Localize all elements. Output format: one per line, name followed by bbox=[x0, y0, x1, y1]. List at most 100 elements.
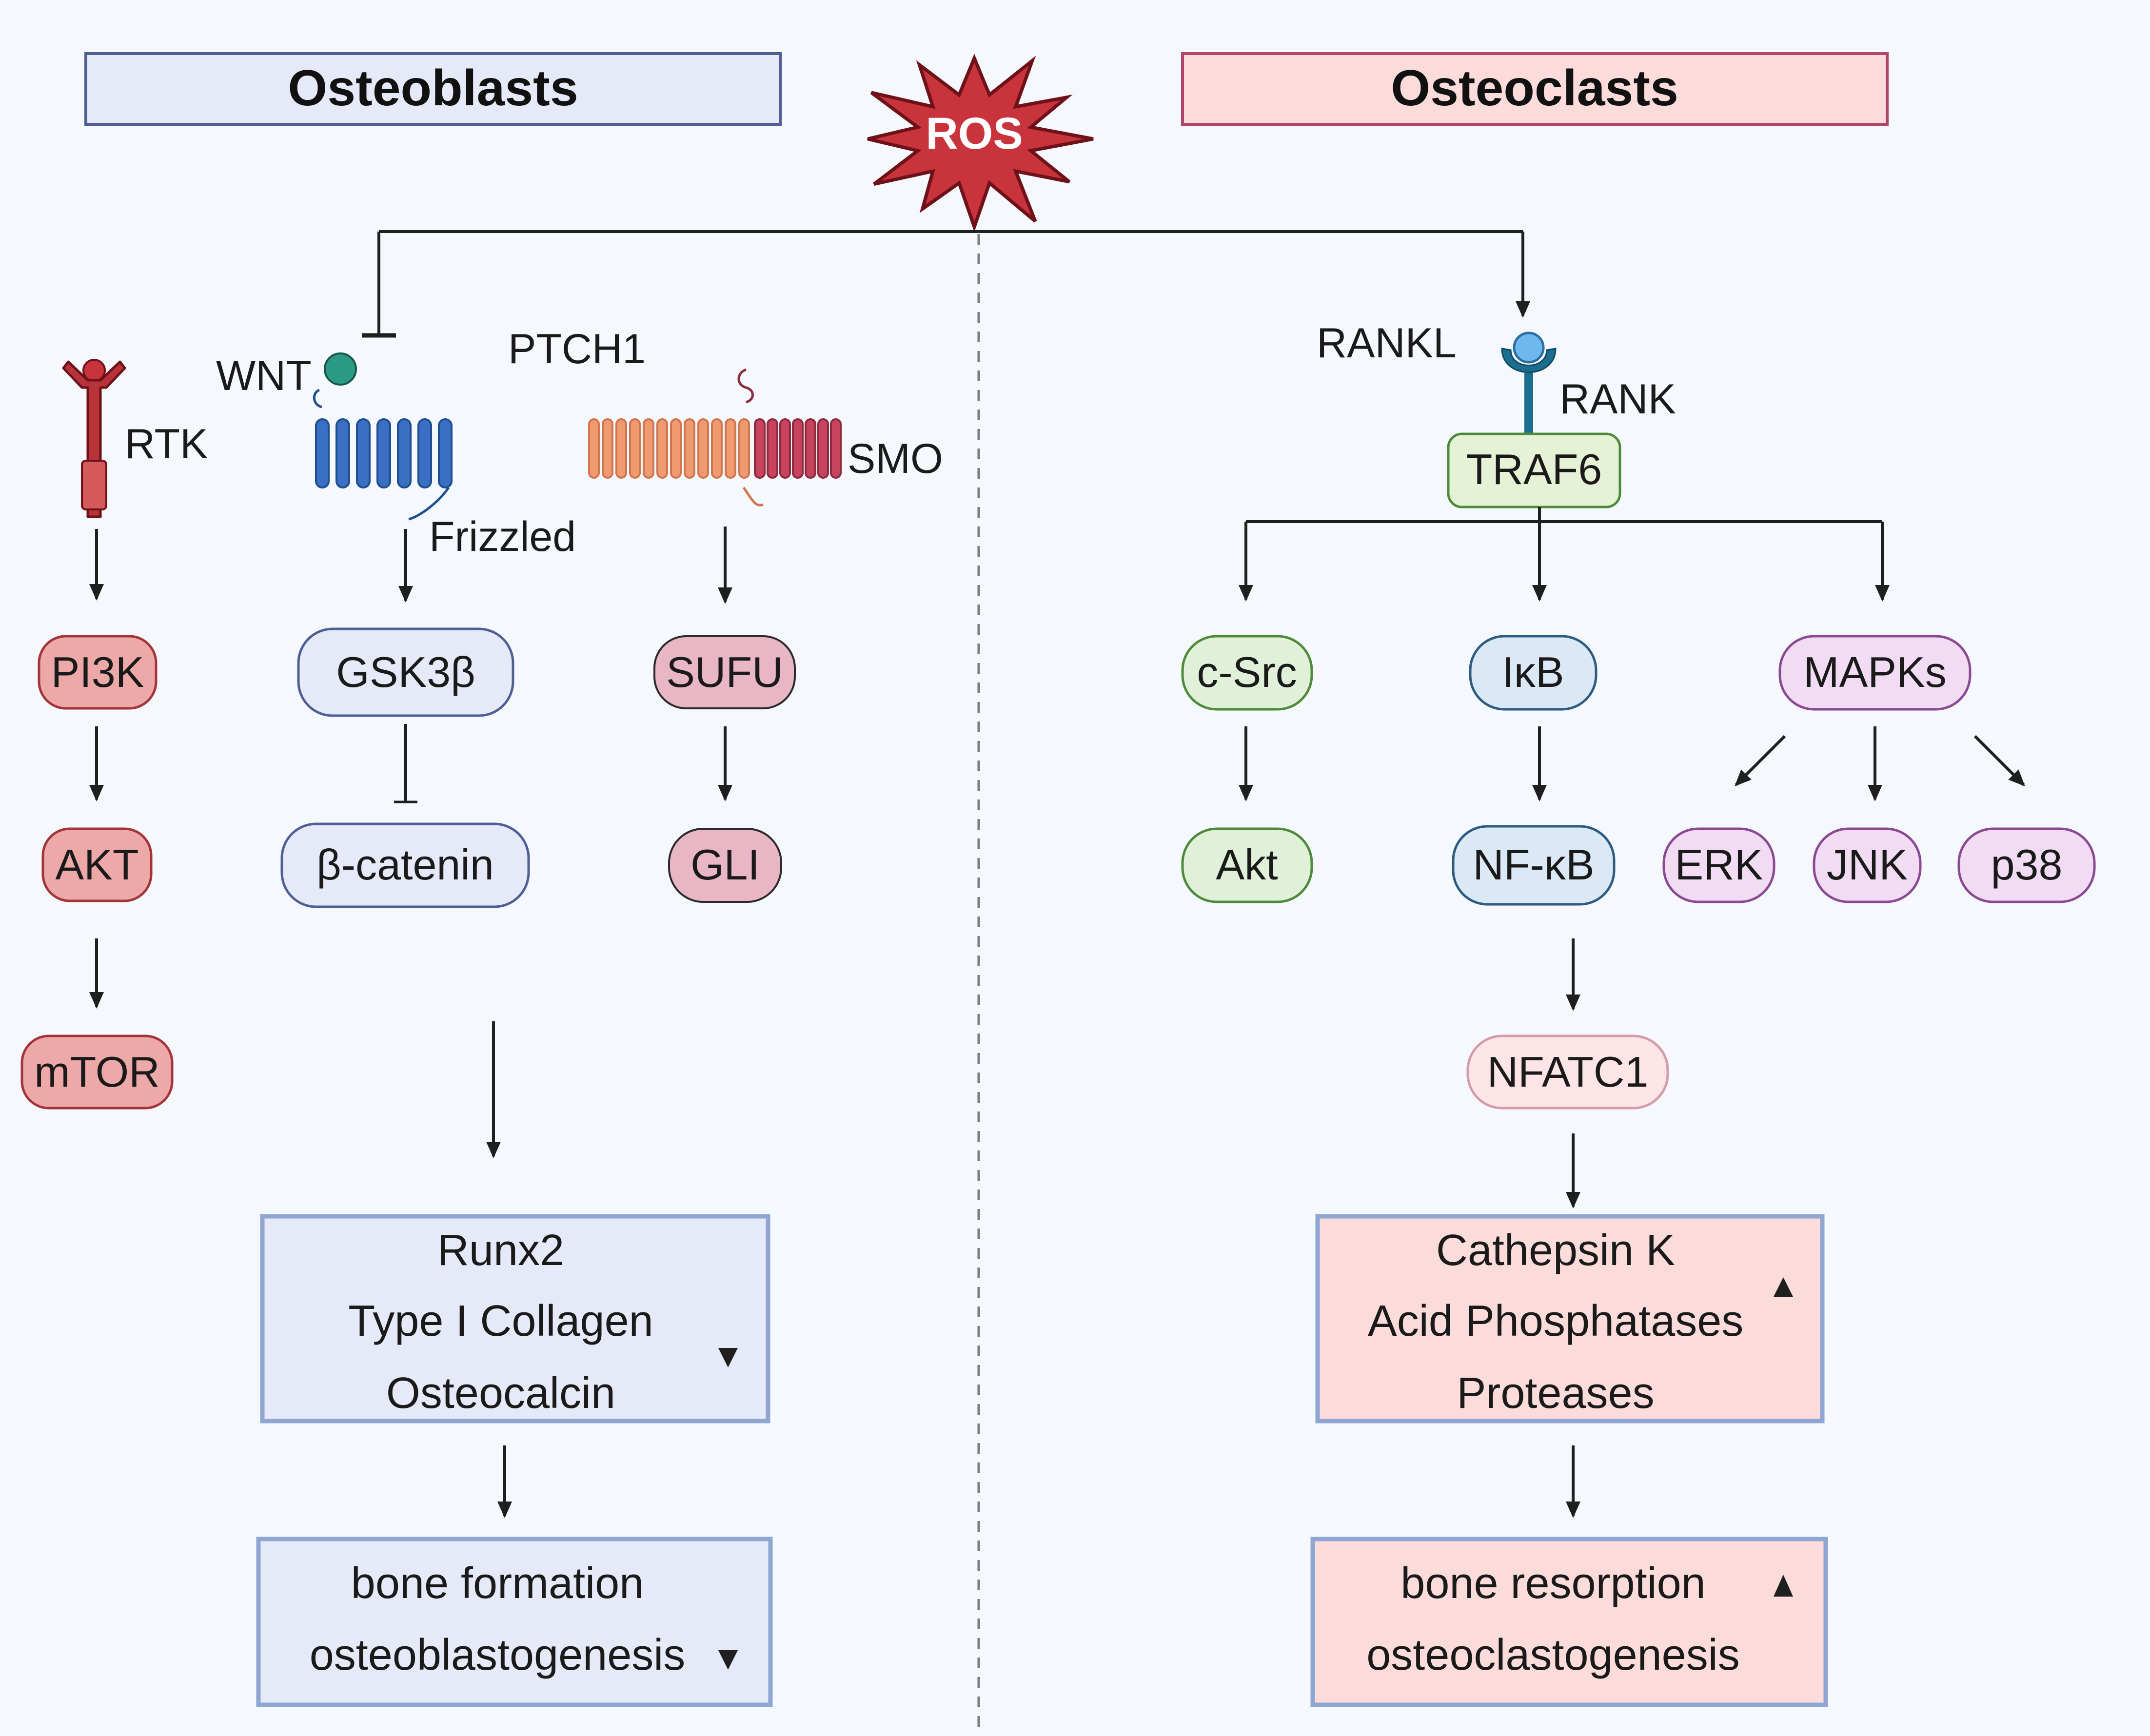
svg-text:JNK: JNK bbox=[1827, 840, 1908, 889]
node-pi3k: PI3K bbox=[38, 635, 158, 710]
transmembrane-helix bbox=[697, 418, 709, 479]
transmembrane-helix bbox=[602, 418, 613, 479]
arrow-down-icon-head bbox=[718, 1348, 738, 1367]
osteoclast-outcome: osteoclastogenesis bbox=[1366, 1631, 1739, 1679]
transmembrane-helix bbox=[711, 418, 723, 479]
node-mapks: MAPKs bbox=[1778, 635, 1972, 711]
transmembrane-helix bbox=[670, 418, 682, 479]
node-nfatc1: NFATC1 bbox=[1466, 1034, 1669, 1110]
transmembrane-helix bbox=[417, 418, 432, 488]
osteoblast-marker: Osteocalcin bbox=[386, 1369, 615, 1418]
node-mtor: mTOR bbox=[20, 1034, 174, 1110]
rtk-receptor-icon bbox=[62, 359, 126, 518]
wnt-label: WNT bbox=[216, 352, 312, 399]
node-erk: ERK bbox=[1662, 827, 1775, 903]
transmembrane-helix bbox=[779, 418, 791, 479]
osteoblast-outcome-box: bone formation osteoblastogenesis bbox=[256, 1537, 773, 1707]
arrow-mapks-p38 bbox=[1973, 735, 2025, 786]
node-akt-pi3k-pathway: AKT bbox=[41, 827, 153, 902]
svg-text:c-Src: c-Src bbox=[1197, 648, 1297, 696]
transmembrane-helix bbox=[725, 418, 736, 479]
svg-text:mTOR: mTOR bbox=[34, 1048, 159, 1096]
arrow-up-icon-head bbox=[1774, 1277, 1793, 1297]
transmembrane-helix bbox=[684, 418, 695, 479]
svg-text:PI3K: PI3K bbox=[51, 648, 144, 696]
transmembrane-helix bbox=[376, 418, 391, 488]
node-nf-kb: NF-κB bbox=[1452, 825, 1616, 906]
svg-text:AKT: AKT bbox=[55, 840, 138, 889]
transmembrane-helix bbox=[335, 418, 350, 488]
arrow-down-icon-head bbox=[718, 1650, 738, 1670]
ros-starburst-icon: ROS bbox=[867, 54, 1094, 233]
arrow-up-icon-head bbox=[1774, 1575, 1793, 1597]
node-beta-catenin: β-catenin bbox=[280, 822, 530, 908]
svg-text:NF-κB: NF-κB bbox=[1473, 840, 1594, 889]
svg-text:TRAF6: TRAF6 bbox=[1466, 445, 1602, 493]
node-akt: Akt bbox=[1181, 827, 1313, 903]
transmembrane-helix bbox=[356, 418, 371, 488]
node-sufu: SUFU bbox=[653, 635, 796, 709]
svg-text:β-catenin: β-catenin bbox=[316, 840, 494, 889]
transmembrane-helix bbox=[588, 418, 600, 479]
svg-text:IκB: IκB bbox=[1502, 648, 1564, 696]
node-ikb: IκB bbox=[1469, 635, 1598, 711]
transmembrane-helix bbox=[643, 418, 654, 479]
svg-text:GSK3β: GSK3β bbox=[336, 648, 475, 696]
transmembrane-helix bbox=[805, 418, 816, 479]
transmembrane-helix bbox=[315, 418, 330, 488]
osteoclast-marker: Cathepsin K bbox=[1436, 1226, 1675, 1275]
frizzled-label: Frizzled bbox=[429, 513, 576, 560]
node-jnk: JNK bbox=[1813, 827, 1922, 903]
header-osteoclasts-label: Osteoclasts bbox=[1391, 60, 1678, 117]
transmembrane-helix bbox=[656, 418, 668, 479]
node-gli: GLI bbox=[668, 828, 782, 903]
svg-text:SUFU: SUFU bbox=[666, 648, 783, 696]
svg-text:Akt: Akt bbox=[1216, 840, 1278, 889]
transmembrane-helix bbox=[817, 418, 829, 479]
osteoclast-outcome-box: bone resorption osteoclastogenesis bbox=[1310, 1537, 1828, 1707]
svg-text:ERK: ERK bbox=[1675, 840, 1763, 889]
transmembrane-helix bbox=[792, 418, 804, 479]
ros-branch-lines bbox=[362, 230, 1530, 338]
arrow-mapks-erk bbox=[1735, 735, 1786, 786]
rank-receptor-icon bbox=[1501, 332, 1557, 446]
smo-label: SMO bbox=[848, 435, 943, 482]
svg-text:NFATC1: NFATC1 bbox=[1487, 1048, 1649, 1096]
transmembrane-helix bbox=[738, 418, 750, 479]
transmembrane-helix bbox=[767, 418, 778, 479]
osteoblast-outcome: osteoblastogenesis bbox=[310, 1631, 686, 1679]
header-osteoblasts-label: Osteoblasts bbox=[288, 60, 578, 117]
rank-label: RANK bbox=[1559, 376, 1676, 423]
osteoblast-markers-box: Runx2 Type I Collagen Osteocalcin bbox=[260, 1214, 770, 1424]
transmembrane-helix bbox=[397, 418, 412, 488]
node-c-src: c-Src bbox=[1181, 635, 1313, 711]
header-osteoblasts: Osteoblasts bbox=[84, 52, 782, 126]
rankl-label: RANKL bbox=[1317, 320, 1457, 367]
osteoclast-marker: Acid Phosphatases bbox=[1368, 1297, 1744, 1346]
ros-label: ROS bbox=[926, 109, 1023, 158]
transmembrane-helix bbox=[438, 418, 453, 488]
node-p38: p38 bbox=[1957, 827, 2096, 903]
ptch1-label: PTCH1 bbox=[508, 326, 646, 372]
transmembrane-helix bbox=[830, 418, 842, 479]
svg-text:p38: p38 bbox=[1991, 840, 2063, 889]
frizzled-receptor-icon bbox=[313, 352, 453, 521]
osteoclast-marker: Proteases bbox=[1457, 1369, 1654, 1418]
osteoblast-outcome: bone formation bbox=[351, 1559, 644, 1608]
osteoclast-outcome: bone resorption bbox=[1400, 1559, 1705, 1608]
transmembrane-helix bbox=[615, 418, 627, 479]
transmembrane-helix bbox=[629, 418, 641, 479]
pathway-arrows bbox=[89, 507, 2025, 1518]
osteoblast-marker: Runx2 bbox=[437, 1226, 564, 1275]
osteoblast-marker: Type I Collagen bbox=[348, 1297, 653, 1346]
osteoclast-markers-box: Cathepsin K Acid Phosphatases Proteases bbox=[1315, 1214, 1825, 1424]
rtk-label: RTK bbox=[125, 421, 208, 468]
node-gsk3b: GSK3β bbox=[297, 627, 514, 717]
svg-text:MAPKs: MAPKs bbox=[1803, 648, 1946, 696]
svg-text:GLI: GLI bbox=[690, 840, 760, 889]
node-traf6: TRAF6 bbox=[1447, 432, 1621, 508]
transmembrane-helix bbox=[754, 418, 766, 479]
header-osteoclasts: Osteoclasts bbox=[1181, 52, 1889, 126]
